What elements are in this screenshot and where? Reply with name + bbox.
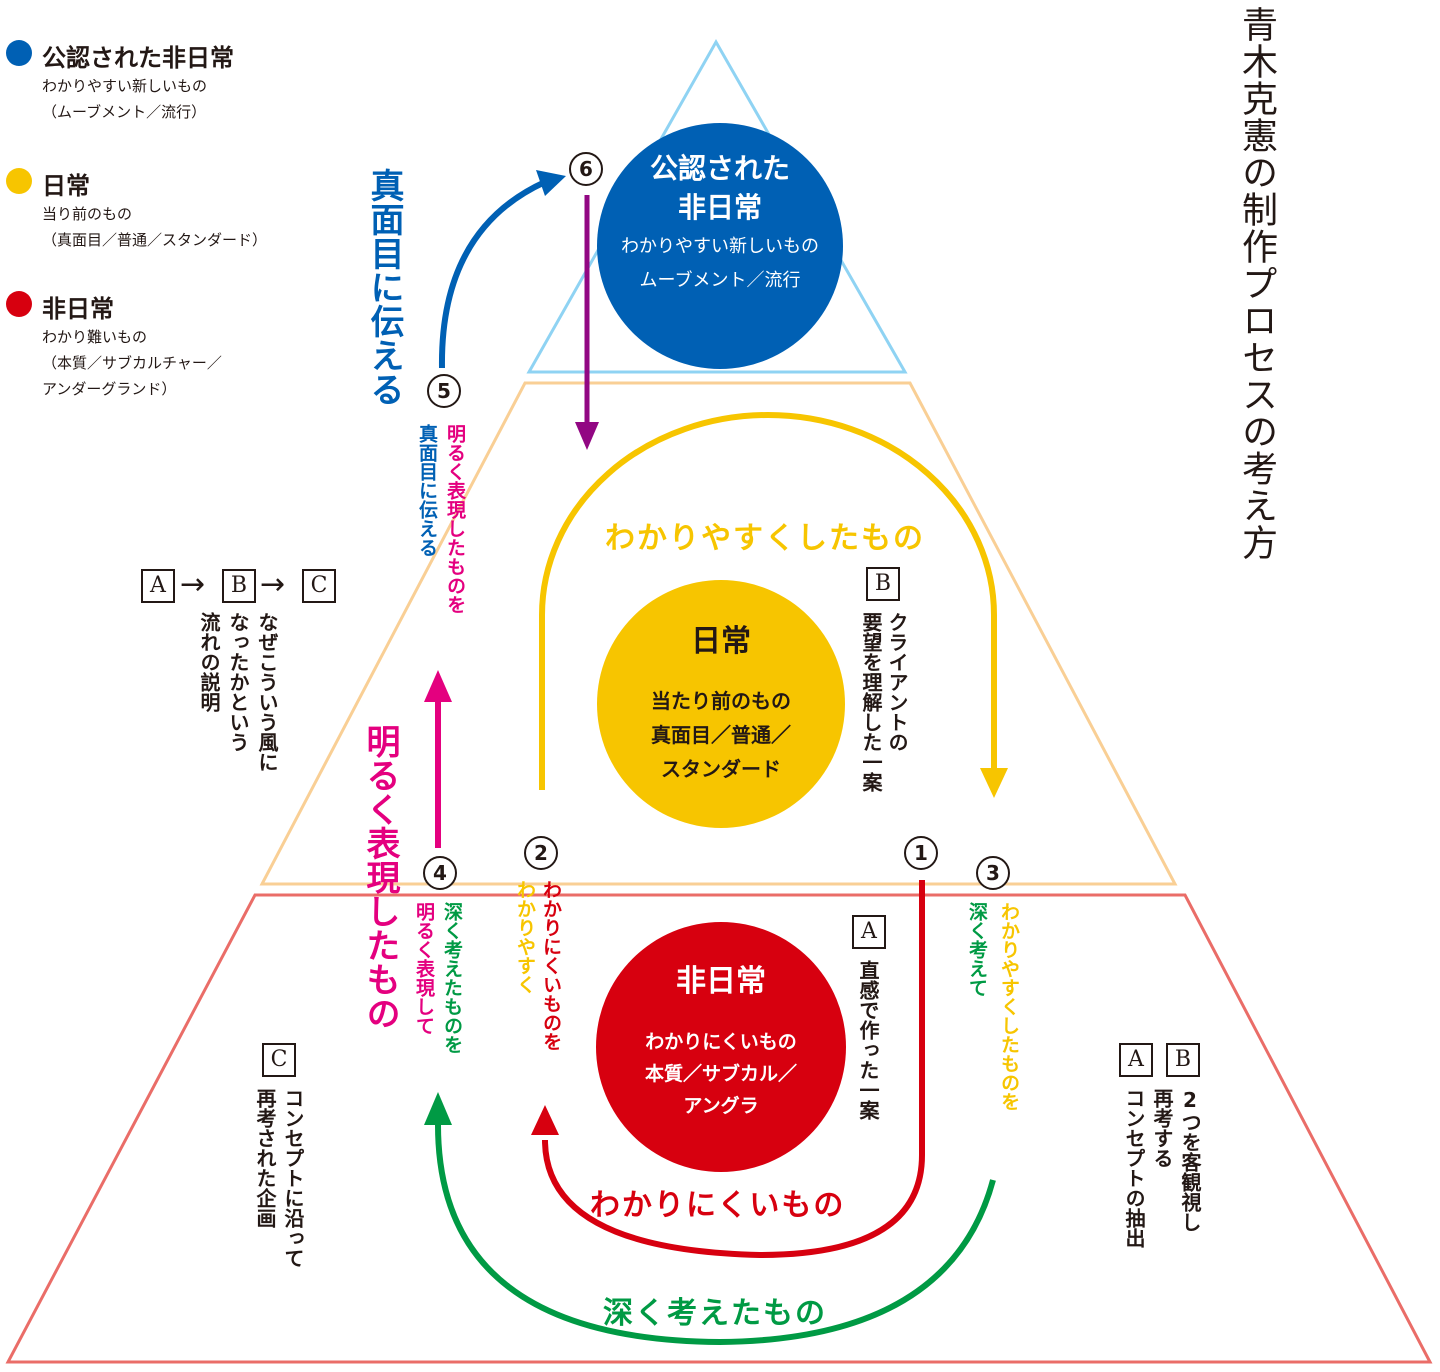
legend-title: 公認された非日常 — [42, 44, 234, 72]
flow-arrow-2: → — [260, 567, 286, 602]
step-number-3: 3 — [976, 856, 1010, 890]
legend-dot-red — [6, 291, 32, 317]
middle-circle-sub2: 真面目／普通／ — [651, 723, 791, 747]
top-circle-title2: 非日常 — [677, 191, 762, 224]
step-number-2: 2 — [524, 836, 558, 870]
yellow-arrowhead — [980, 768, 1008, 798]
legend-title: 非日常 — [42, 295, 114, 323]
c-note-line: 再考された企画 — [253, 1088, 277, 1228]
step-number-6: 6 — [569, 152, 603, 186]
step4-green-label: 深く考えたものを — [441, 902, 463, 1054]
c-note-line: コンセプトに沿って — [281, 1088, 305, 1268]
legend-line: 当り前のもの — [42, 205, 133, 223]
bottom-circle-title: 非日常 — [676, 964, 766, 999]
step-number-1: 1 — [904, 836, 938, 870]
legend-line: アンダーグランド） — [42, 380, 177, 398]
top-circle — [597, 123, 843, 369]
flow-box-b: B — [222, 569, 256, 603]
ab-note-line: 2つを客観視し — [1178, 1088, 1202, 1232]
blue-curve-arrow — [438, 179, 547, 369]
step2-red-label: わかりにくいものを — [540, 880, 562, 1051]
flow-note: なぜこういう風に なったかという 流れの説明 — [194, 612, 281, 772]
note-box-c: C — [262, 1043, 296, 1077]
legend-line: （ムーブメント／流行） — [42, 103, 207, 121]
step5-magenta-label: 明るく表現したものを — [444, 424, 466, 614]
b-note: クライアントの 要望を理解した一案 — [858, 612, 910, 792]
legend-line: （本質／サブカルチャー／ — [42, 354, 222, 372]
flow-note-line: 流れの説明 — [197, 612, 221, 712]
blue-arrowhead — [536, 170, 566, 196]
top-circle-text: 公認された 非日常 わかりやすい新しいもの ムーブメント／流行 — [600, 150, 840, 296]
bottom-circle-sub1: わかりにくいもの — [645, 1031, 797, 1053]
step5-blue-label: 真面目に伝える — [416, 424, 438, 557]
yellow-arch-arrow — [539, 412, 997, 790]
red-u-arrow — [542, 880, 925, 1259]
b-note-line: 要望を理解した一案 — [859, 612, 883, 792]
red-arrowhead — [531, 1105, 559, 1135]
ab-note-line: コンセプトの抽出 — [1122, 1088, 1146, 1248]
step4-magenta-label: 明るく表現して — [413, 902, 435, 1035]
yellow-arrow-label: わかりやすくしたもの — [605, 521, 925, 556]
note-box-ab-b: B — [1166, 1043, 1200, 1077]
legend-line: わかりやすい新しいもの — [42, 77, 208, 95]
legend-item-red: 非日常 わかり難いもの （本質／サブカルチャー／ アンダーグランド） — [42, 289, 222, 402]
flow-note-line: なぜこういう風に — [255, 612, 279, 772]
step2-yellow-label: わかりやすく — [514, 880, 536, 994]
b-note-line: クライアントの — [885, 612, 909, 752]
bottom-circle-text: 非日常 わかりにくいもの 本質／サブカル／ アングラ — [600, 962, 842, 1122]
legend-title: 日常 — [42, 172, 90, 200]
a-note-line: 直感で作った一案 — [856, 960, 880, 1120]
flow-box-c: C — [302, 569, 336, 603]
flow-box-a: A — [141, 569, 175, 603]
middle-circle-sub3: スタンダード — [661, 757, 781, 781]
green-u-arrow — [435, 1124, 996, 1346]
middle-circle-title: 日常 — [691, 624, 751, 659]
legend-dot-yellow — [6, 168, 32, 194]
red-arrow-label: わかりにくいもの — [590, 1188, 846, 1223]
flow-arrow-1: → — [180, 567, 206, 602]
bottom-circle-sub3: アングラ — [683, 1095, 759, 1117]
flow-note-line: なったかという — [226, 612, 250, 752]
middle-circle-sub1: 当たり前のもの — [651, 689, 791, 713]
bottom-circle — [596, 922, 846, 1172]
green-arrowhead — [424, 1092, 452, 1125]
page-title: 青木克憲の制作プロセスの考え方 — [1236, 6, 1277, 561]
top-circle-sub1: わかりやすい新しいもの — [621, 236, 819, 257]
middle-circle-text: 日常 当たり前のもの 真面目／普通／ スタンダード — [600, 622, 842, 786]
bottom-trapezoid-outline — [5, 893, 1433, 1364]
top-circle-sub2: ムーブメント／流行 — [639, 270, 801, 291]
step3-yellow-label: わかりやすくしたものを — [998, 902, 1020, 1111]
bottom-circle-sub2: 本質／サブカル／ — [644, 1063, 797, 1085]
legend-item-blue: 公認された非日常 わかりやすい新しいもの （ムーブメント／流行） — [42, 38, 234, 125]
legend-line: わかり難いもの — [42, 328, 148, 346]
ab-note-line: 再考する — [1150, 1088, 1174, 1168]
blue-arrow-label: 真面目に伝える — [364, 168, 404, 406]
legend-dot-blue — [6, 40, 32, 66]
magenta-arrowhead — [424, 670, 452, 702]
step-number-5: 5 — [427, 374, 461, 408]
green-arrow-label: 深く考えたもの — [603, 1296, 827, 1331]
purple-arrowhead — [575, 422, 599, 450]
step3-green-label: 深く考えて — [966, 902, 988, 997]
a-note: 直感で作った一案 — [855, 960, 881, 1120]
legend-item-yellow: 日常 当り前のもの （真面目／普通／スタンダード） — [42, 166, 267, 253]
magenta-arrow-label: 明るく表現したもの — [360, 724, 400, 1030]
c-note: コンセプトに沿って 再考された企画 — [251, 1088, 307, 1268]
legend-line: （真面目／普通／スタンダード） — [42, 231, 268, 249]
ab-note: 2つを客観視し 再考する コンセプトの抽出 — [1120, 1088, 1204, 1248]
note-box-a: A — [852, 915, 886, 949]
middle-circle — [597, 580, 845, 828]
step-number-4: 4 — [423, 856, 457, 890]
note-box-b: B — [866, 567, 900, 601]
middle-trapezoid-outline — [259, 381, 1178, 886]
note-box-ab-a: A — [1119, 1043, 1153, 1077]
top-circle-title1: 公認された — [649, 152, 790, 185]
